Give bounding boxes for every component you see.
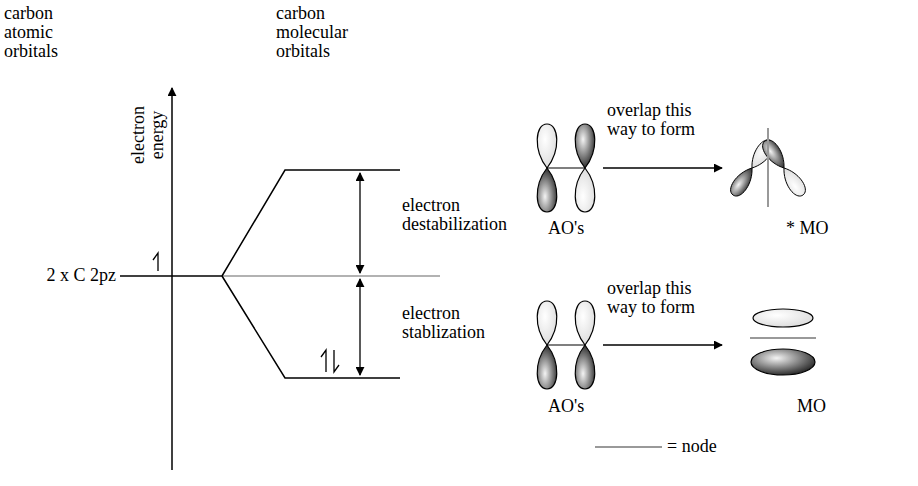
label-text: electron energy [128, 106, 167, 164]
orbital-label: MO [797, 397, 857, 416]
bond-axis [547, 167, 585, 168]
node-line [767, 128, 769, 207]
label-text: AO's [548, 396, 584, 416]
ao-level [120, 275, 222, 277]
label-text: carbon atomic orbitals [4, 3, 58, 61]
energy-note: electron stablization [402, 304, 542, 342]
process-note: overlap this way to form [607, 101, 719, 139]
destabilization-arrow [359, 173, 360, 273]
axis-heading: carbon molecular orbitals [276, 4, 368, 61]
label-text: * MO [786, 218, 829, 238]
p-orbital [575, 301, 595, 389]
bonding-level [222, 276, 400, 378]
node-line [750, 337, 816, 339]
legend-node-line [595, 446, 662, 448]
energy-axis [171, 88, 173, 470]
axis-label: electron energy [129, 80, 167, 190]
bond-axis [547, 344, 585, 345]
label-text: overlap this way to form [607, 100, 695, 139]
bonding-orbital [750, 309, 816, 375]
orbital-label: * MO [786, 219, 846, 238]
label-text: overlap this way to form [607, 278, 695, 317]
process-note: overlap this way to form [607, 279, 719, 317]
legend-text: = node [667, 436, 717, 456]
level-label: 2 x C 2pz [10, 266, 116, 285]
overlap-arrow [603, 344, 722, 345]
antibonding-level [222, 170, 400, 276]
stabilization-arrow [359, 279, 360, 375]
orbital-label: AO's [548, 397, 608, 416]
label-text: electron stablization [402, 303, 485, 342]
label-text: MO [797, 396, 826, 416]
orbital-label: AO's [548, 219, 608, 238]
legend-entry: = node [667, 437, 717, 456]
antibonding-orbital [727, 128, 809, 207]
electron-arrow [321, 350, 326, 372]
electron-arrow [334, 350, 339, 372]
label-text: carbon molecular orbitals [276, 3, 348, 61]
label-text: 2 x C 2pz [47, 265, 117, 285]
overlap-arrow [603, 167, 722, 168]
label-text: electron destabilization [402, 195, 507, 234]
p-orbital [575, 124, 595, 212]
reference-level [222, 275, 440, 277]
electron-arrow [153, 253, 158, 271]
label-text: AO's [548, 218, 584, 238]
energy-note: electron destabilization [402, 196, 542, 234]
axis-heading: carbon atomic orbitals [4, 4, 76, 61]
